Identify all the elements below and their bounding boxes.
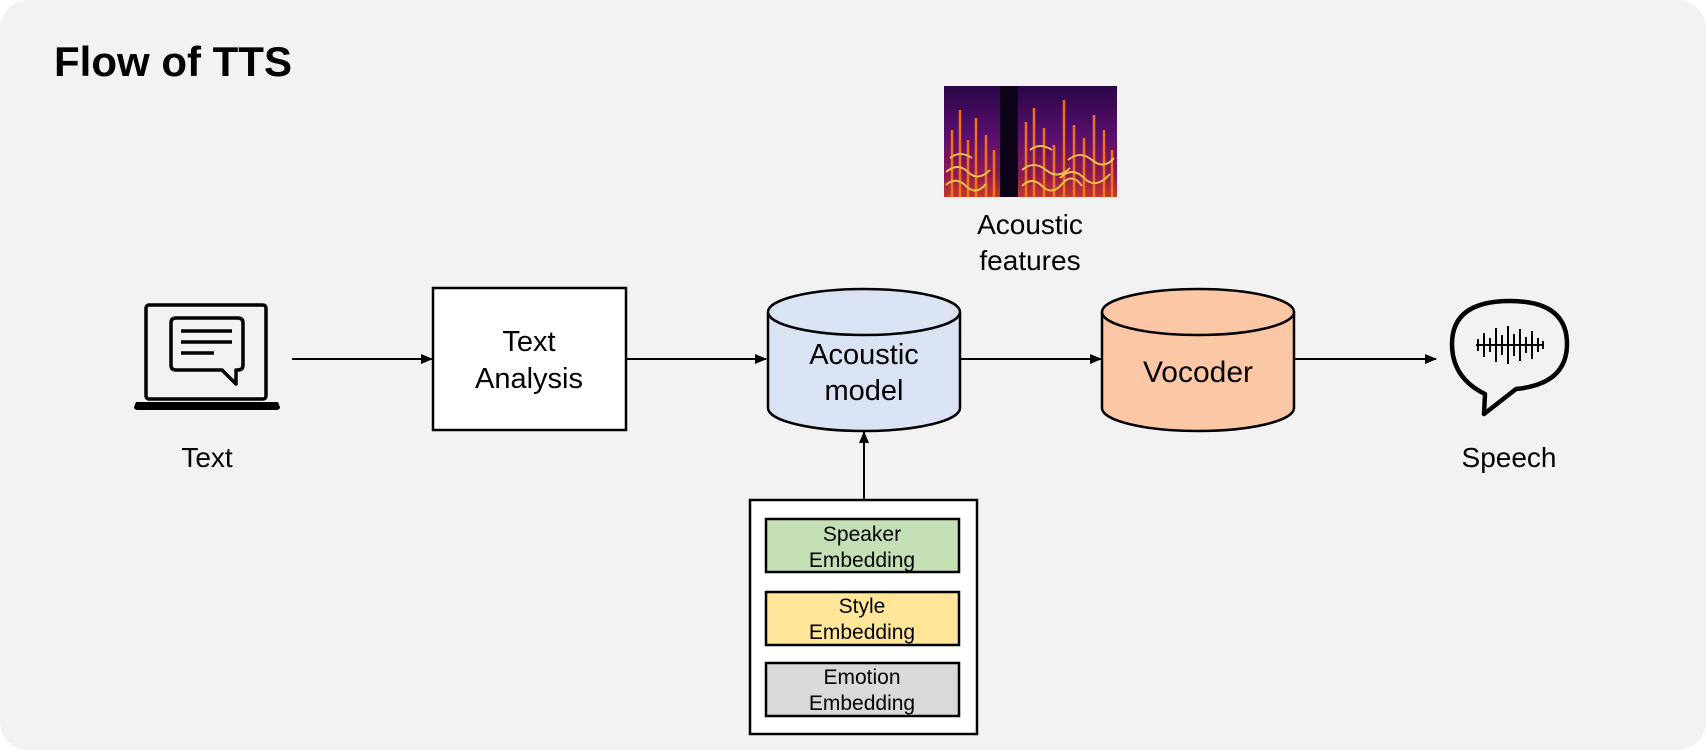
- speaker-embedding-label-line2: Embedding: [809, 549, 915, 572]
- emotion-embedding-label-line1: Emotion: [823, 666, 900, 689]
- emotion-embedding-label-line2: Embedding: [809, 692, 915, 715]
- vocoder-cylinder: Vocoder: [1100, 287, 1296, 433]
- text-node-label: Text: [181, 442, 233, 473]
- acoustic-model-cylinder: Acoustic model: [766, 287, 962, 433]
- text-analysis-label-line1: Text: [502, 326, 555, 358]
- spectrogram-image: [944, 86, 1117, 197]
- text-analysis-box: Text Analysis: [431, 286, 628, 432]
- speech-bubble-waveform-icon: [1449, 298, 1570, 417]
- acoustic-model-label-line1: Acoustic: [809, 339, 919, 371]
- acoustic-features-label-line1: Acoustic: [977, 209, 1083, 240]
- vocoder-label: Vocoder: [1143, 356, 1253, 389]
- style-embedding-label-line1: Style: [839, 595, 886, 618]
- speech-node-label: Speech: [1462, 442, 1557, 473]
- laptop-message-icon: [134, 303, 280, 410]
- style-embedding-label-line2: Embedding: [809, 621, 915, 644]
- acoustic-model-label-line2: model: [825, 375, 904, 407]
- style-embedding-box: Style Embedding: [764, 590, 961, 647]
- emotion-embedding-box: Emotion Embedding: [764, 661, 961, 718]
- embeddings-container: Speaker Embedding Style Embedding Emotio…: [748, 498, 979, 736]
- speaker-embedding-label-line1: Speaker: [823, 523, 901, 546]
- acoustic-features-label-line2: features: [979, 245, 1080, 276]
- text-analysis-label-line2: Analysis: [475, 363, 583, 395]
- page-title: Flow of TTS: [54, 38, 292, 85]
- speaker-embedding-box: Speaker Embedding: [764, 517, 961, 574]
